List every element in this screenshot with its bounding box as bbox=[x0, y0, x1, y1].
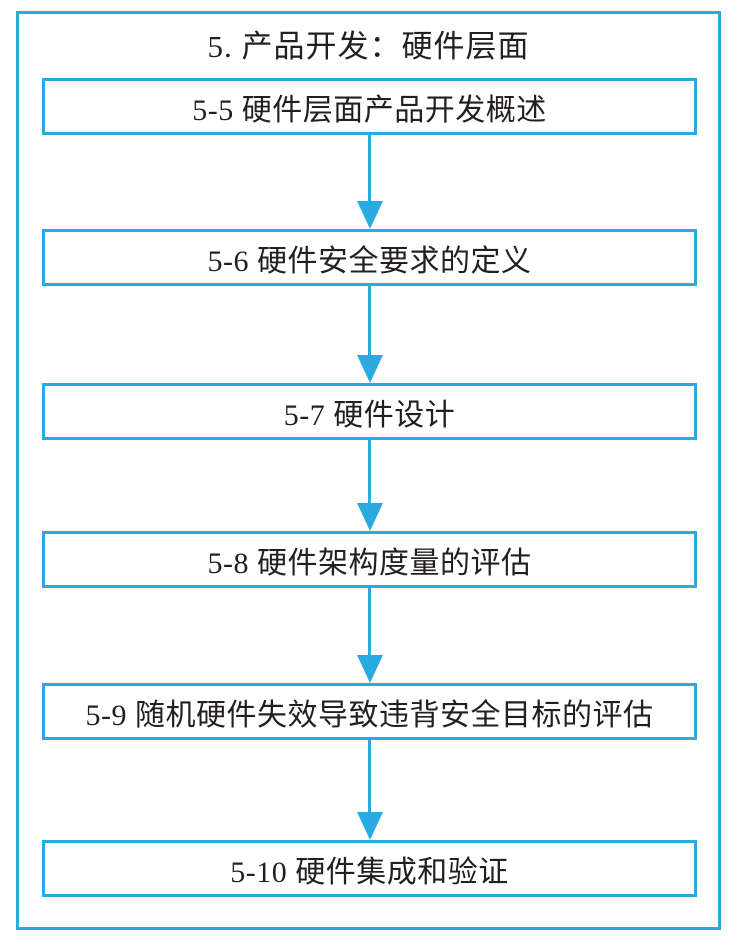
arrow-stem bbox=[368, 740, 371, 812]
arrow-stem bbox=[368, 286, 371, 355]
node-label: 5-6 硬件安全要求的定义 bbox=[207, 244, 532, 278]
arrow-down-icon bbox=[356, 503, 383, 531]
arrow-down-icon bbox=[356, 355, 383, 383]
arrow-connector-1 bbox=[343, 135, 396, 229]
node-label: 5-8 硬件架构度量的评估 bbox=[207, 546, 532, 580]
node-label: 5-10 硬件集成和验证 bbox=[230, 855, 509, 889]
arrow-stem bbox=[368, 588, 371, 655]
flow-node-5-7: 5-7 硬件设计 bbox=[42, 383, 697, 440]
arrow-down-icon bbox=[356, 201, 383, 229]
flow-node-5-10: 5-10 硬件集成和验证 bbox=[42, 840, 697, 897]
arrow-connector-4 bbox=[343, 588, 396, 683]
arrow-connector-2 bbox=[343, 286, 396, 383]
flow-node-5-8: 5-8 硬件架构度量的评估 bbox=[42, 531, 697, 588]
node-label: 5-5 硬件层面产品开发概述 bbox=[192, 93, 547, 127]
arrow-stem bbox=[368, 440, 371, 503]
diagram-title: 5. 产品开发：硬件层面 bbox=[207, 29, 530, 64]
arrow-connector-5 bbox=[343, 740, 396, 840]
node-label: 5-7 硬件设计 bbox=[283, 398, 456, 432]
flow-node-5-9: 5-9 随机硬件失效导致违背安全目标的评估 bbox=[42, 683, 697, 740]
arrow-connector-3 bbox=[343, 440, 396, 531]
flow-node-5-6: 5-6 硬件安全要求的定义 bbox=[42, 229, 697, 286]
arrow-down-icon bbox=[356, 655, 383, 683]
arrow-stem bbox=[368, 135, 371, 201]
flow-node-5-5: 5-5 硬件层面产品开发概述 bbox=[42, 78, 697, 135]
node-label: 5-9 随机硬件失效导致违背安全目标的评估 bbox=[85, 698, 654, 732]
arrow-down-icon bbox=[356, 812, 383, 840]
